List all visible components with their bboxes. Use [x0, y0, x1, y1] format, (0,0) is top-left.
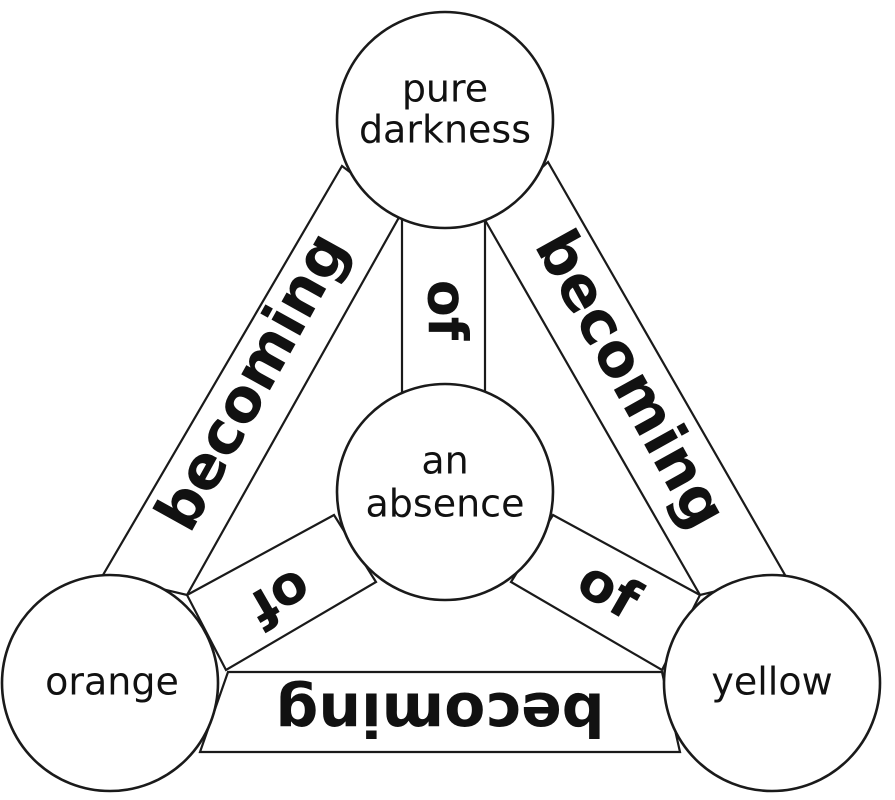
node-left-label: orange [45, 660, 179, 704]
spoke-label-top-center: of [415, 280, 478, 341]
node-top-line2: darkness [359, 108, 531, 152]
node-right-label: yellow [711, 660, 832, 704]
node-an-absence [335, 382, 555, 602]
edge-label-bottom: becoming [275, 678, 604, 748]
node-center-line2: absence [366, 482, 525, 526]
node-orange [0, 573, 220, 793]
node-yellow [662, 573, 882, 793]
node-pure-darkness [335, 10, 555, 230]
edge-label-top-left: becoming [142, 220, 363, 542]
node-top-line1: pure [402, 67, 488, 111]
node-center-line1: an [421, 439, 468, 483]
